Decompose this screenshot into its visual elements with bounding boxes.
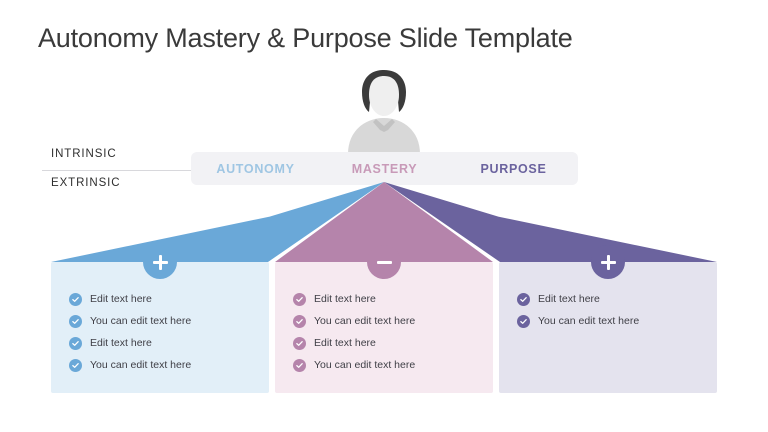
panel-mastery: Edit text here You can edit text here Ed…: [275, 262, 493, 393]
panel-purpose: Edit text here You can edit text here: [499, 262, 717, 393]
list-item[interactable]: You can edit text here: [293, 310, 415, 332]
list-item-label: Edit text here: [90, 293, 152, 305]
list-item-label: You can edit text here: [314, 315, 416, 327]
check-circle-icon: [69, 358, 82, 372]
list-item-label: You can edit text here: [538, 315, 640, 327]
minus-icon-mastery[interactable]: [367, 245, 401, 279]
list-item[interactable]: Edit text here: [517, 288, 639, 310]
check-circle-icon: [293, 358, 306, 372]
page-title: Autonomy Mastery & Purpose Slide Templat…: [38, 23, 573, 53]
list-item[interactable]: You can edit text here: [293, 354, 415, 376]
check-circle-icon: [293, 336, 306, 350]
axis-label-intrinsic: INTRINSIC: [51, 148, 117, 160]
person-avatar-icon: [338, 62, 430, 154]
category-header-bar: AUTONOMY MASTERY PURPOSE: [191, 152, 578, 185]
list-item-label: You can edit text here: [90, 359, 192, 371]
check-circle-icon: [293, 314, 306, 328]
arrow-autonomy: [51, 182, 384, 262]
check-circle-icon: [517, 314, 530, 328]
panel-autonomy: Edit text here You can edit text here Ed…: [51, 262, 269, 393]
list-item[interactable]: Edit text here: [293, 332, 415, 354]
list-mastery: Edit text here You can edit text here Ed…: [293, 288, 415, 376]
list-item[interactable]: Edit text here: [69, 288, 191, 310]
check-circle-icon: [69, 292, 82, 306]
arrow-purpose: [384, 182, 717, 262]
list-item[interactable]: You can edit text here: [517, 310, 639, 332]
list-purpose: Edit text here You can edit text here: [517, 288, 639, 332]
list-item[interactable]: Edit text here: [293, 288, 415, 310]
plus-icon: [600, 254, 616, 270]
list-item-label: Edit text here: [90, 337, 152, 349]
header-item-autonomy[interactable]: AUTONOMY: [216, 161, 295, 176]
plus-icon-purpose[interactable]: [591, 245, 625, 279]
list-item-label: Edit text here: [314, 293, 376, 305]
list-item-label: Edit text here: [314, 337, 376, 349]
arrow-graphics: [51, 182, 717, 262]
arrow-mastery: [275, 182, 493, 262]
list-item[interactable]: You can edit text here: [69, 310, 191, 332]
plus-icon: [152, 254, 168, 270]
list-autonomy: Edit text here You can edit text here Ed…: [69, 288, 191, 376]
check-circle-icon: [517, 292, 530, 306]
list-item[interactable]: Edit text here: [69, 332, 191, 354]
minus-icon: [376, 255, 392, 270]
list-item[interactable]: You can edit text here: [69, 354, 191, 376]
plus-icon-autonomy[interactable]: [143, 245, 177, 279]
check-circle-icon: [69, 336, 82, 350]
header-item-mastery[interactable]: MASTERY: [351, 161, 418, 176]
check-circle-icon: [293, 292, 306, 306]
axis-label-extrinsic: EXTRINSIC: [51, 177, 121, 189]
list-item-label: Edit text here: [538, 293, 600, 305]
header-item-purpose[interactable]: PURPOSE: [480, 161, 547, 176]
list-item-label: You can edit text here: [90, 315, 192, 327]
check-circle-icon: [69, 314, 82, 328]
list-item-label: You can edit text here: [314, 359, 416, 371]
